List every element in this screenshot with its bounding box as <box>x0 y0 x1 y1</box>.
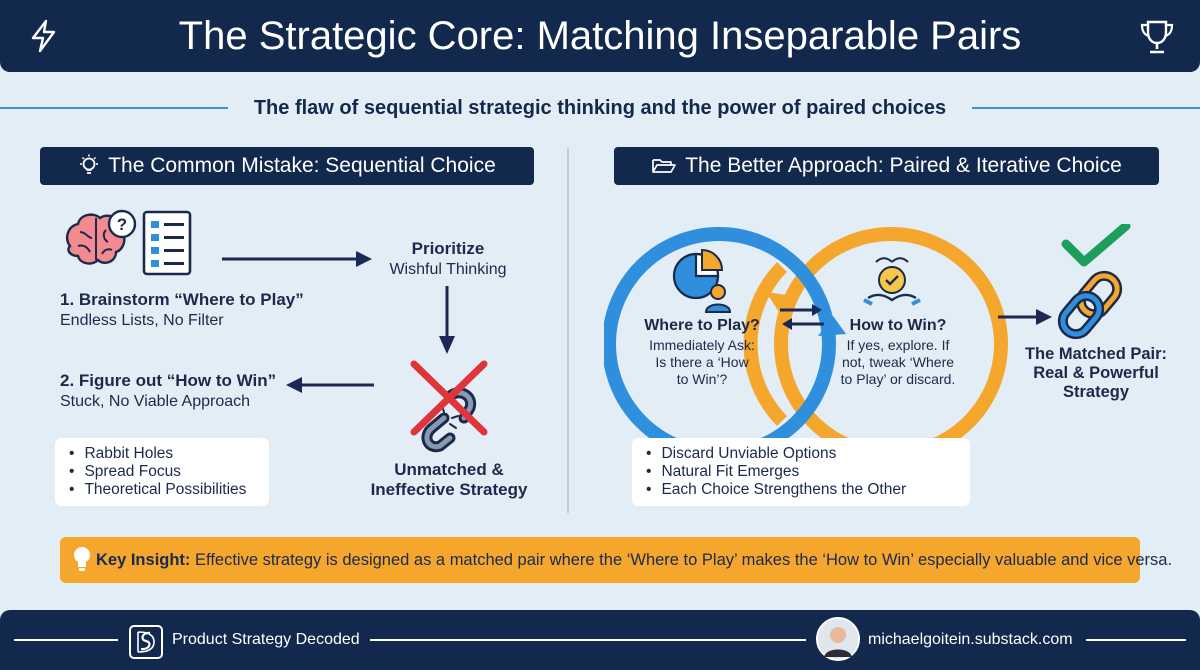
blue-arrowhead <box>818 316 846 336</box>
orange-arrowhead <box>766 292 794 312</box>
step1-desc: Endless Lists, No Filter <box>60 312 224 329</box>
footer-url: michaelgoitein.substack.com <box>868 631 1073 648</box>
cycle-diagram <box>604 227 1008 461</box>
key-insight-text: Key Insight: Effective strategy is desig… <box>96 549 1172 571</box>
arrow-left-icon <box>286 377 374 393</box>
subtitle: The flaw of sequential strategic thinkin… <box>253 97 947 119</box>
step2-title: 2. Figure out “How to Win” <box>60 371 277 390</box>
chain-link-icon <box>1057 270 1123 340</box>
prioritize-desc: Wishful Thinking <box>389 261 507 278</box>
step1-title: 1. Brainstorm “Where to Play” <box>60 290 304 309</box>
arrow-right-icon <box>222 251 372 267</box>
list-item: Each Choice Strengthens the Other <box>646 481 956 499</box>
question-bubble-icon: ? <box>107 209 137 239</box>
pie-chart-person-icon <box>672 248 732 313</box>
right-panel-title-text: The Better Approach: Paired & Iterative … <box>685 154 1122 177</box>
subtitle-rule-right <box>972 107 1200 109</box>
key-insight-banner <box>60 537 1140 583</box>
where-line2: Is there a ‘How <box>655 354 749 370</box>
key-insight-label: Key Insight: <box>96 551 191 569</box>
where-line3: to Win’? <box>676 371 728 387</box>
arrow-right-icon <box>998 309 1052 325</box>
page-title: The Strategic Core: Matching Inseparable… <box>178 14 1022 58</box>
where-line1: Immediately Ask: <box>649 337 755 353</box>
lightbulb-icon <box>80 154 99 175</box>
subtitle-rule-left <box>0 107 228 109</box>
matched-line2: Real & Powerful <box>1033 364 1159 382</box>
hands-badge-icon <box>863 257 921 306</box>
matched-chain-illustration <box>1057 224 1131 340</box>
matched-line1: The Matched Pair: <box>1024 345 1168 363</box>
key-insight-body: Effective strategy is designed as a matc… <box>190 551 1173 569</box>
left-panel-title-text: The Common Mistake: Sequential Choice <box>108 154 496 177</box>
footer-rule <box>1086 639 1186 641</box>
list-item: Natural Fit Emerges <box>646 463 956 481</box>
checklist-icon <box>142 210 192 276</box>
green-check-icon <box>1061 224 1131 267</box>
swap-arrows-icon <box>780 304 824 330</box>
matched-line3: Strategy <box>1062 383 1130 401</box>
how-line2: not, tweak ‘Where <box>841 354 955 370</box>
left-bullet-card: Rabbit Holes Spread Focus Theoretical Po… <box>55 438 269 506</box>
list-item: Theoretical Possibilities <box>69 481 255 499</box>
right-panel-title: The Better Approach: Paired & Iterative … <box>614 147 1159 185</box>
left-panel-title: The Common Mistake: Sequential Choice <box>40 147 534 185</box>
red-x-icon <box>410 360 488 436</box>
unmatched-line2: Ineffective Strategy <box>370 480 528 499</box>
step2-desc: Stuck, No Viable Approach <box>60 393 251 410</box>
list-item: Rabbit Holes <box>69 445 255 463</box>
list-item: Spread Focus <box>69 463 255 481</box>
footer-rule <box>14 639 118 641</box>
open-folder-icon <box>652 159 677 174</box>
prioritize-title: Prioritize <box>411 239 485 258</box>
trophy-icon <box>1140 20 1174 54</box>
how-title: How to Win? <box>849 317 947 334</box>
footer-rule <box>370 639 806 641</box>
footer-brand: Product Strategy Decoded <box>172 631 360 648</box>
unmatched-line1: Unmatched & <box>394 460 504 479</box>
right-bullet-card: Discard Unviable Options Natural Fit Eme… <box>632 438 970 506</box>
how-line1: If yes, explore. If <box>846 337 950 353</box>
brand-logo-icon <box>129 625 163 659</box>
how-line3: to Play’ or discard. <box>840 371 956 387</box>
brain-checklist-illustration: ? <box>66 209 192 276</box>
lightning-icon <box>31 19 56 53</box>
panel-divider <box>567 148 569 513</box>
header-bar <box>0 0 1200 72</box>
arrow-down-icon <box>439 286 455 354</box>
lightbulb-icon <box>74 547 90 571</box>
svg-text:?: ? <box>117 215 127 234</box>
list-item: Discard Unviable Options <box>646 445 956 463</box>
where-title: Where to Play? <box>644 317 760 334</box>
avatar <box>816 617 860 661</box>
broken-chain-icon <box>410 360 488 453</box>
